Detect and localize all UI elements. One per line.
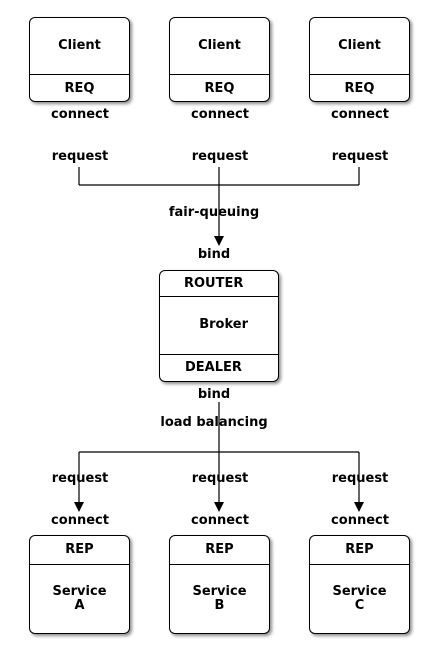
service-box-a: REP Service A [29, 535, 130, 634]
rep-socket-label: REP [205, 542, 234, 557]
client-box-c: Client REQ [309, 17, 410, 102]
client-b-connect-label: connect [191, 107, 249, 122]
service-title: Service A [30, 565, 129, 633]
client-title: Client [338, 38, 381, 53]
load-balancing-label: load balancing [160, 415, 268, 430]
frontend-bind-label: bind [197, 247, 231, 262]
service-title-line2: B [214, 598, 225, 613]
fair-queuing-label: fair-queuing [168, 205, 260, 220]
service-title-line2: C [354, 598, 365, 613]
service-a-request-label: request [51, 471, 109, 486]
divider [30, 564, 129, 565]
service-c-connect-label: connect [331, 513, 389, 528]
client-box-a: Client REQ [29, 17, 130, 102]
service-a-connect-label: connect [51, 513, 109, 528]
rep-socket-label: REP [65, 542, 94, 557]
req-socket-label: REQ [344, 80, 375, 96]
router-socket-label: ROUTER [184, 275, 244, 291]
divider [170, 74, 269, 75]
divider [170, 564, 269, 565]
req-socket-label: REQ [204, 80, 235, 96]
service-title: Service B [170, 565, 269, 633]
client-title: Client [198, 38, 241, 53]
rep-socket-label: REP [345, 542, 374, 557]
service-box-c: REP Service C [309, 535, 410, 634]
client-a-connect-label: connect [51, 107, 109, 122]
service-b-connect-label: connect [191, 513, 249, 528]
divider [160, 354, 278, 355]
service-b-request-label: request [191, 471, 249, 486]
backend-bind-label: bind [197, 387, 231, 402]
client-b-request-label: request [191, 149, 249, 164]
service-title: Service C [310, 565, 409, 633]
client-box-b: Client REQ [169, 17, 270, 102]
req-socket-label: REQ [64, 80, 95, 96]
service-title-line1: Service [52, 584, 107, 599]
client-title: Client [58, 38, 101, 53]
service-c-request-label: request [331, 471, 389, 486]
divider [160, 296, 278, 297]
client-c-request-label: request [331, 149, 389, 164]
service-box-b: REP Service B [169, 535, 270, 634]
dealer-socket-label: DEALER [185, 360, 242, 375]
service-title-line1: Service [332, 584, 387, 599]
divider [310, 74, 409, 75]
divider [310, 564, 409, 565]
client-a-request-label: request [51, 149, 109, 164]
client-c-connect-label: connect [331, 107, 389, 122]
broker-title: Broker [199, 317, 248, 332]
service-title-line1: Service [192, 584, 247, 599]
service-title-line2: A [74, 598, 85, 613]
divider [30, 74, 129, 75]
broker-box: ROUTER Broker DEALER [159, 270, 279, 382]
